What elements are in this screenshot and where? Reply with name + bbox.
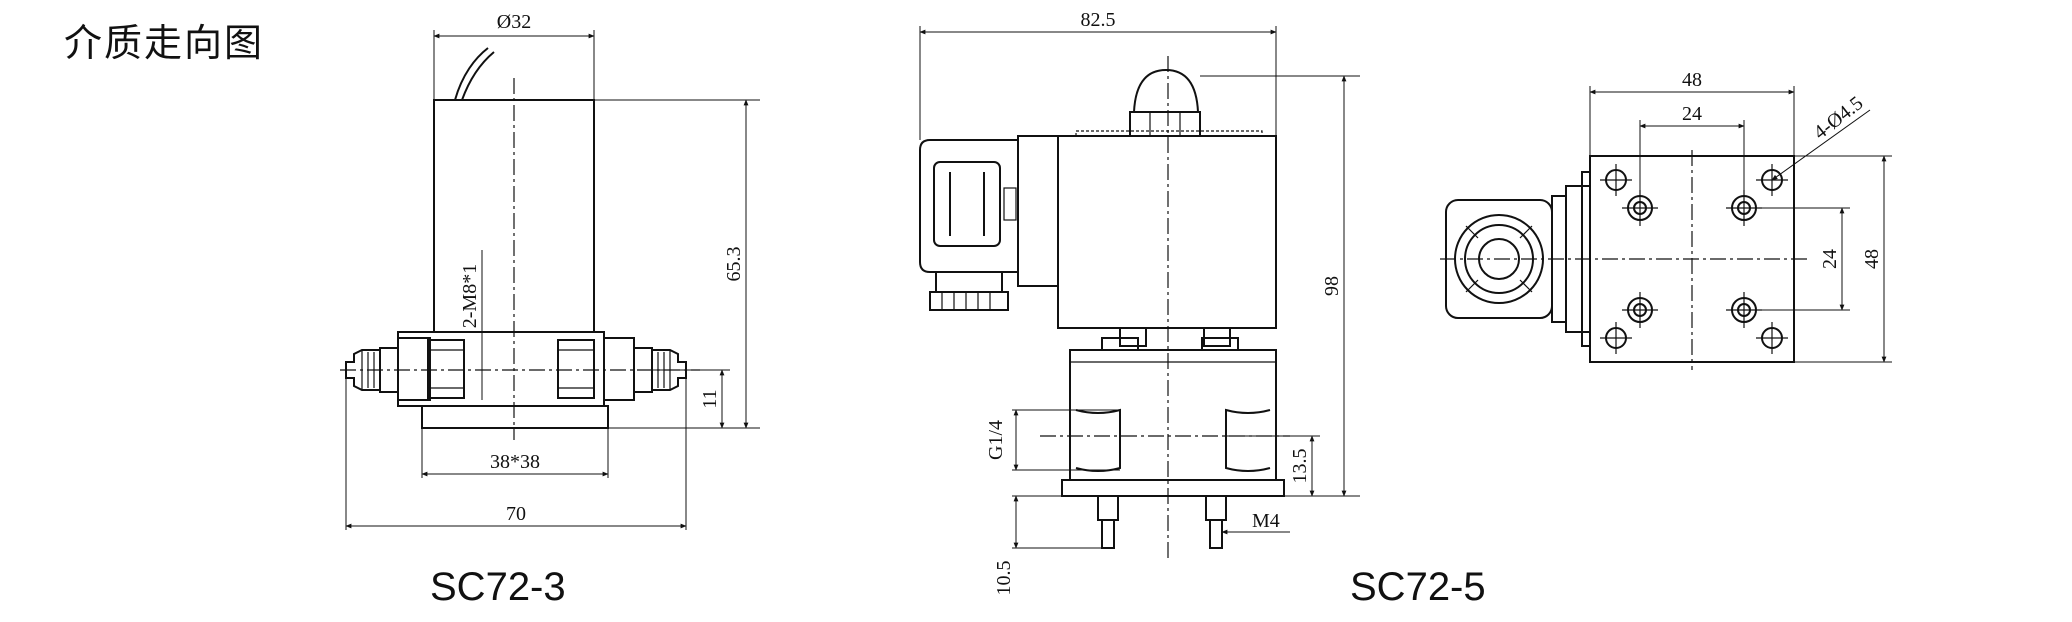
dim-b-10-5: 10.5 — [993, 561, 1015, 596]
dim-a-diameter: Ø32 — [497, 11, 531, 33]
dim-b-g14: G1/4 — [985, 420, 1007, 460]
dim-c-48-top: 48 — [1682, 69, 1702, 91]
dim-a-11: 11 — [699, 389, 721, 408]
dim-a-thread: 2-M8*1 — [459, 264, 481, 328]
dim-b-height: 98 — [1321, 276, 1343, 296]
dim-b-m4: M4 — [1252, 510, 1280, 532]
model-label-sc72-3: SC72-3 — [430, 565, 566, 609]
dim-b-13-5: 13.5 — [1289, 449, 1311, 484]
dim-a-base: 38*38 — [490, 451, 540, 473]
dim-c-24-top: 24 — [1682, 103, 1702, 125]
diagram-title: 介质走向图 — [64, 21, 265, 65]
model-label-sc72-5: SC72-5 — [1350, 565, 1486, 609]
view-sc72-5: 82.5 98 G1/4 13.5 M4 10.5 — [919, 9, 1360, 596]
view-top: 48 24 4-Ø4.5 24 48 — [1440, 69, 1892, 370]
dim-b-width: 82.5 — [1081, 9, 1116, 31]
dim-a-width: 70 — [506, 503, 526, 525]
dim-a-height: 65.3 — [723, 247, 745, 282]
dim-c-48-right: 48 — [1861, 249, 1883, 269]
dim-c-24-right: 24 — [1819, 249, 1841, 269]
view-sc72-3: Ø32 65.3 2-M8*1 11 38*38 70 — [340, 11, 760, 530]
